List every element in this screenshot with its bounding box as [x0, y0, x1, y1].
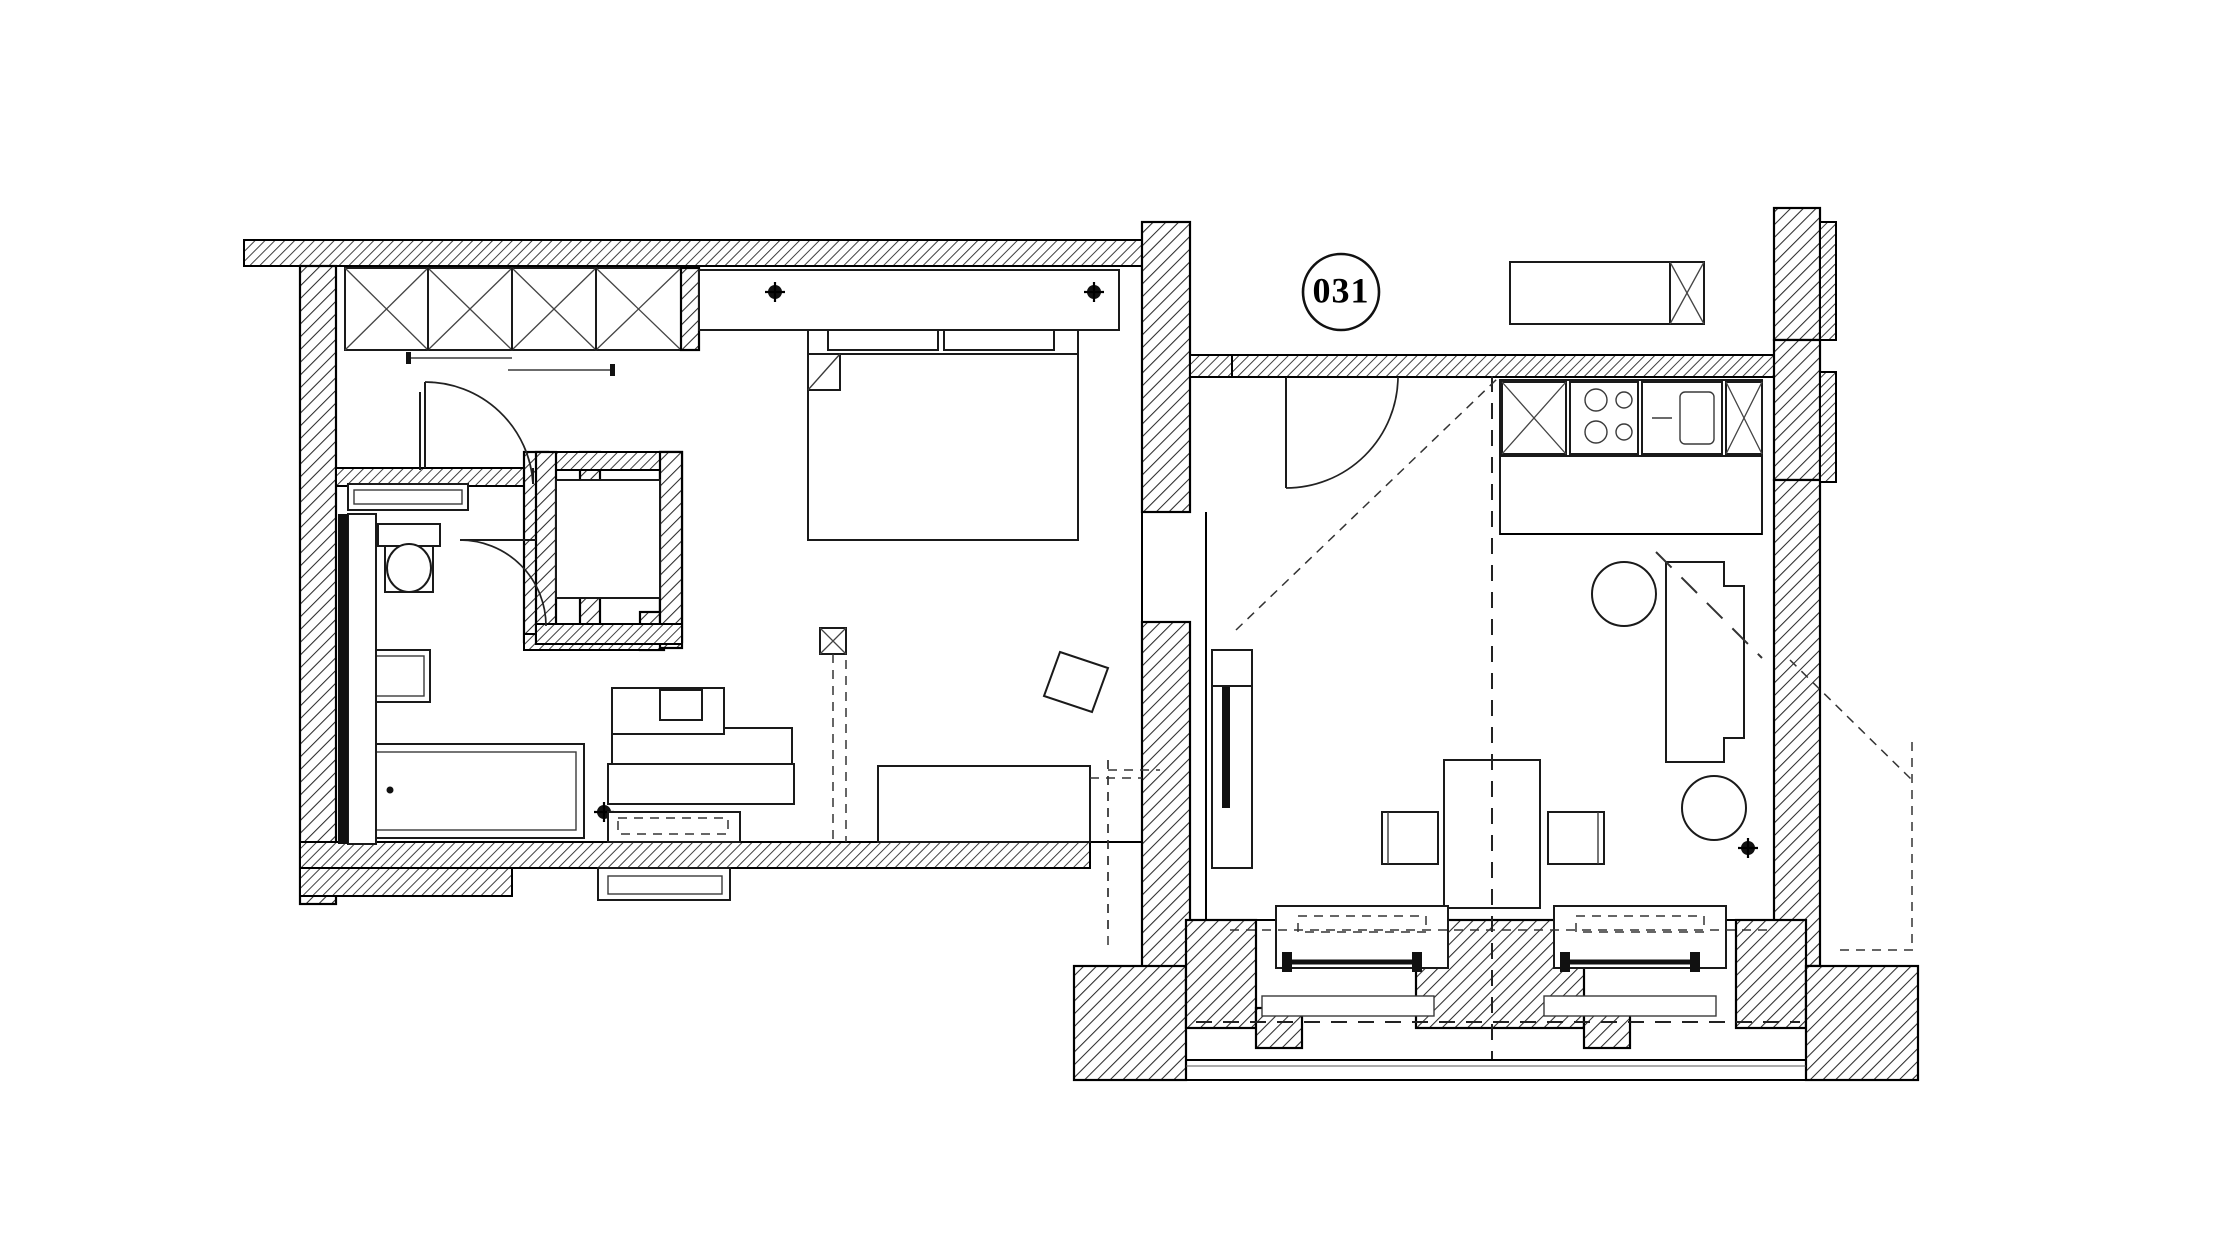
- window-frame-right2: [1819, 371, 1837, 483]
- toilet: [377, 523, 441, 593]
- washbasin: [367, 649, 431, 703]
- wall-right-exterior-mid: [1772, 338, 1822, 482]
- kitchen-cabinet-x-top: [1669, 261, 1705, 325]
- balcony-door-left: [1261, 905, 1449, 1017]
- window-frame-right: [1819, 221, 1837, 341]
- wall-balcony-left-inner: [1184, 918, 1258, 1030]
- bathroom-group: [338, 392, 585, 845]
- bedroom-niche: [534, 450, 684, 645]
- kitchen-cabinet-right: [1725, 381, 1763, 455]
- wall-bottom-left-low: [299, 867, 513, 897]
- bedroom-group: [336, 265, 1160, 930]
- wall-bottom-left: [299, 841, 1091, 869]
- wall-bedroom-right-upper: [1140, 220, 1192, 514]
- side-table: [1042, 650, 1110, 714]
- chair-left: [1381, 811, 1439, 865]
- round-table-upper: [1591, 561, 1657, 627]
- ceiling-light-bedroom: [765, 282, 785, 302]
- ceiling-light-living: [1738, 838, 1758, 858]
- lower-left-dash-group: [1090, 760, 1142, 950]
- desk: [607, 687, 795, 805]
- sight-line-upper-left: [1235, 377, 1499, 631]
- kitchen-cabinet-left: [1501, 381, 1567, 455]
- bedroom-door: [424, 381, 534, 485]
- wall-top-left: [243, 239, 1143, 267]
- wall-balcony-right-inner: [1734, 918, 1808, 1030]
- unit-tag-label: 031: [1313, 270, 1370, 310]
- low-cabinet: [597, 867, 731, 901]
- wc-door: [459, 539, 547, 627]
- sight-line-lower-right: [1789, 659, 1913, 781]
- wall-right-exterior-upper: [1772, 206, 1822, 342]
- balcony-group: [1076, 905, 1918, 1081]
- wardrobe: [344, 267, 682, 376]
- chair-right: [1547, 811, 1605, 865]
- round-table-lower: [1681, 775, 1747, 841]
- wall-balcony-right-pier: [1804, 964, 1920, 1082]
- cooktop: [1569, 381, 1639, 455]
- wall-bedroom-right-lower: [1140, 620, 1192, 972]
- wall-right-exterior-lower: [1772, 478, 1822, 968]
- tv-cabinet: [1211, 649, 1253, 869]
- wall-balcony-left-pier: [1072, 964, 1188, 1082]
- unit-tag: 031: [1301, 252, 1381, 332]
- kitchen-upper-cabinet: [1509, 261, 1671, 325]
- ceiling-light-bedroom-2: [1084, 282, 1104, 302]
- wall-top-right: [1221, 354, 1783, 378]
- bench: [877, 765, 1091, 843]
- shower-panel: [338, 483, 469, 845]
- sink: [1641, 381, 1723, 455]
- entry-door: [1285, 376, 1399, 489]
- unit-tag-circle: [1301, 252, 1381, 332]
- column-feature: [819, 627, 847, 842]
- wardrobe-pier: [679, 266, 701, 352]
- kitchen-counter-lower: [1499, 455, 1763, 535]
- kitchen-group: [1499, 261, 1763, 535]
- bed-ledge: [698, 269, 1120, 331]
- desk-drawer: [607, 811, 741, 843]
- wall-top-right-stub: [1189, 354, 1233, 378]
- entry-group: [1190, 376, 1399, 489]
- balcony-door-right: [1543, 905, 1727, 1017]
- living-group: [1205, 376, 1916, 1060]
- bathtub: [347, 743, 585, 839]
- wall-left-exterior: [298, 264, 338, 906]
- sofa: [1655, 551, 1763, 763]
